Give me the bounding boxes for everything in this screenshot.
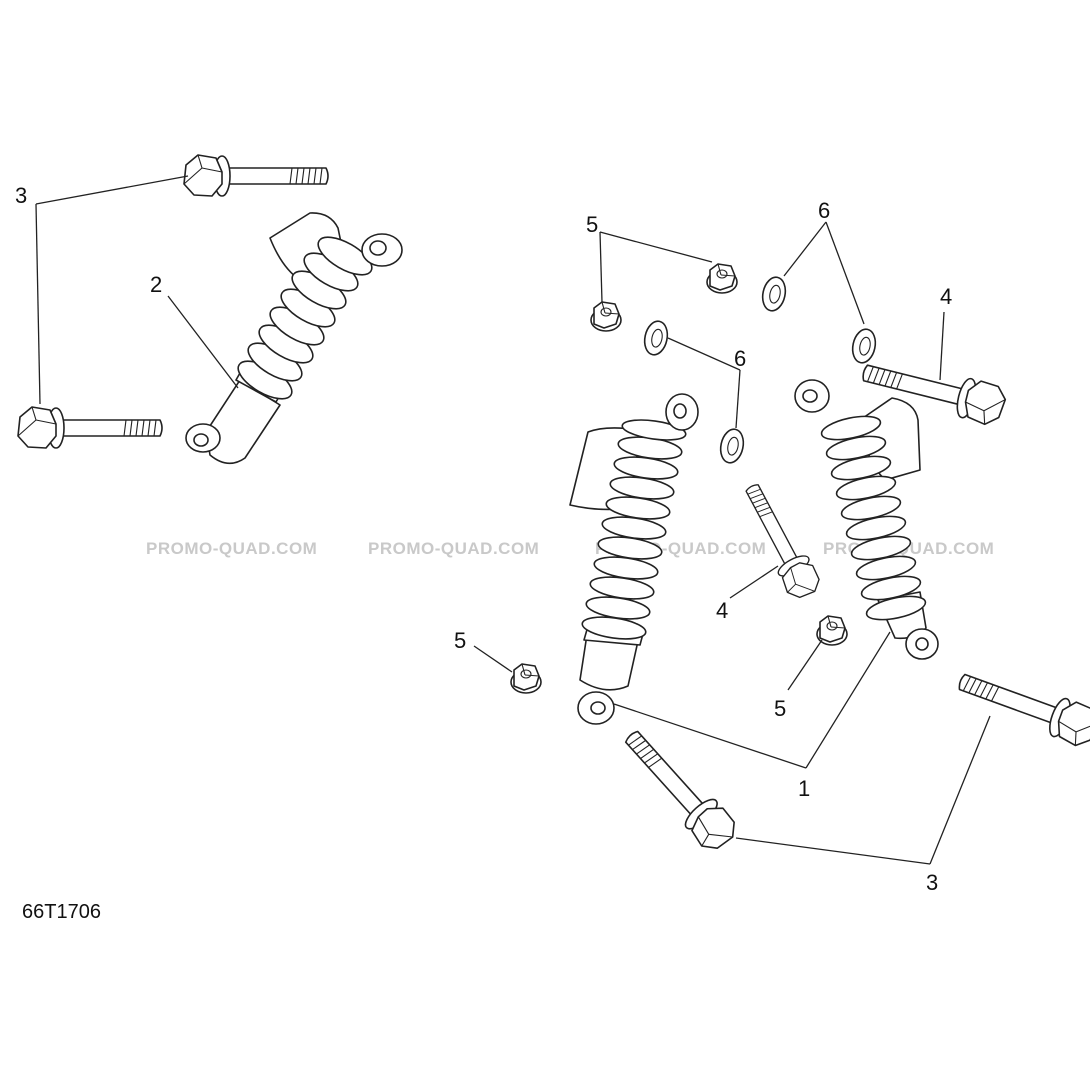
washer-6 (640, 318, 672, 358)
bolt-3-bottom (613, 721, 743, 858)
shock-absorber-pair-right (794, 379, 939, 660)
callout-6-top: 6 (818, 198, 830, 223)
spring-coils (237, 236, 373, 400)
callout-5-left: 5 (454, 628, 466, 653)
callout-2: 2 (150, 272, 162, 297)
watermark-text: PROMO-QUAD.COM (146, 539, 317, 558)
leader-lines (35, 175, 991, 865)
diagram-code: 66T1706 (22, 901, 101, 923)
callout-4-center: 4 (716, 598, 728, 623)
callout-4-right: 4 (940, 284, 952, 309)
spring-coils (820, 415, 927, 621)
callout-3-right: 3 (926, 870, 938, 895)
callout-5-top: 5 (586, 212, 598, 237)
nut-5-upper-left (590, 301, 622, 332)
callout-1: 1 (798, 776, 810, 801)
watermark-text: PROMO-QUAD.COM (368, 539, 539, 558)
washer-6 (758, 274, 790, 314)
nut-5-left (510, 663, 542, 694)
spring-coils (581, 419, 687, 640)
bolt-3-right (952, 661, 1090, 752)
shock-absorber-single (185, 212, 403, 465)
washer-6 (716, 426, 748, 466)
shock-absorber-pair-left (569, 393, 699, 725)
callout-5-center: 5 (774, 696, 786, 721)
bolt-3-lower-left (17, 406, 163, 449)
callout-6-mid: 6 (734, 346, 746, 371)
bolt-3-upper-left (183, 154, 329, 197)
nut-5-upper-right (706, 263, 738, 294)
callout-3-left: 3 (15, 183, 27, 208)
washer-6 (848, 326, 880, 366)
